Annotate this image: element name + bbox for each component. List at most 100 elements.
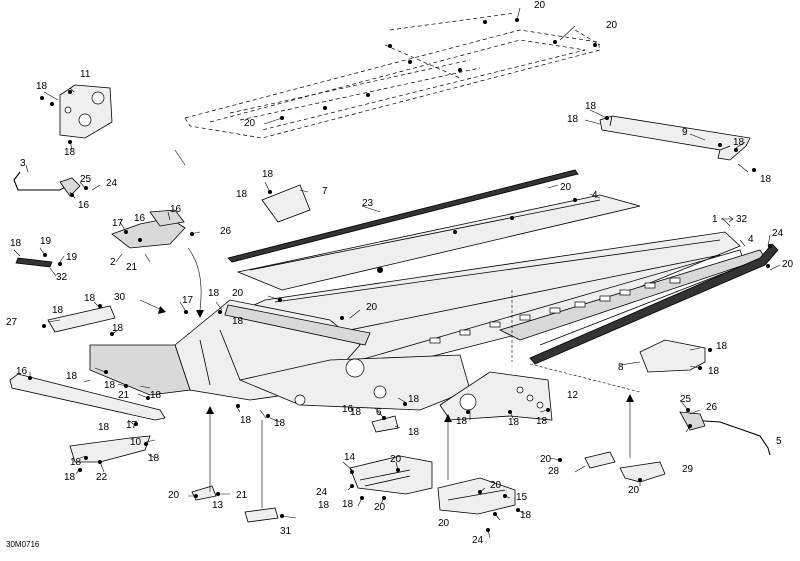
callout-label: 20 <box>490 480 502 491</box>
chassis-front <box>89 299 483 415</box>
callout-label: 27 <box>6 317 18 328</box>
plate-29 <box>47 305 116 333</box>
callout-label: 18 <box>52 305 64 316</box>
callout-label: 11 <box>80 69 91 80</box>
callout-arrow <box>721 215 734 223</box>
callout-label: 29 <box>682 464 694 475</box>
callout-label: 24 <box>772 228 784 239</box>
handle-3 <box>13 171 81 197</box>
callout-label: 20 <box>782 259 794 270</box>
bracket-11 <box>59 84 113 139</box>
callout-label: 17 <box>126 420 138 431</box>
callout-label: 24 <box>472 535 484 546</box>
callout-label: 10 <box>130 437 142 448</box>
callout-label: 18 <box>508 417 520 428</box>
callout-label: 28 <box>548 466 560 477</box>
callout-label: 18 <box>585 101 597 112</box>
callout-label: 18 <box>232 316 244 327</box>
part-15 <box>437 477 516 515</box>
parts-27-28 <box>584 451 666 483</box>
callout-label: 18 <box>408 394 420 405</box>
callout-label: 26 <box>706 402 718 413</box>
callout-label: 5 <box>776 436 782 447</box>
bracket-9 <box>599 115 751 161</box>
bar-32 <box>9 373 166 421</box>
fasteners <box>28 18 772 532</box>
callout-label: 19 <box>40 236 52 247</box>
callout-label: 6 <box>376 407 382 418</box>
callout-label: 21 <box>236 490 248 501</box>
callout-label: 12 <box>567 390 579 401</box>
callout-label: 20 <box>438 518 450 529</box>
callout-label: 20 <box>560 182 572 193</box>
callout-label: 2 <box>110 257 116 268</box>
plate-12 <box>439 371 553 421</box>
part-31 <box>15 257 53 268</box>
callout-label: 18 <box>98 422 110 433</box>
callout-label: 20 <box>540 454 552 465</box>
callout-label: 25 <box>680 394 692 405</box>
part-8 <box>639 339 706 373</box>
callout-label: 18 <box>236 189 248 200</box>
callout-label: 20 <box>232 288 244 299</box>
part-6 <box>371 415 399 433</box>
callout-label: 20 <box>244 118 256 129</box>
callout-label: 18 <box>64 472 76 483</box>
callout-label: 21 <box>126 262 138 273</box>
callout-label: 20 <box>168 490 180 501</box>
part-14 <box>349 455 433 495</box>
callout-label: 25 <box>80 174 92 185</box>
handle-5 <box>679 411 771 456</box>
callout-label: 20 <box>534 0 546 11</box>
tunnel-top-outline <box>184 12 601 139</box>
callout-label: 30 <box>114 292 126 303</box>
callout-label: 18 <box>84 293 96 304</box>
callout-label: 9 <box>682 127 688 138</box>
callout-label: 3 <box>20 158 26 169</box>
callout-label: 18 <box>64 147 76 158</box>
callout-label: 18 <box>36 81 48 92</box>
callout-label: 16 <box>78 200 90 211</box>
callout-label: 31 <box>280 526 292 537</box>
callout-label: 20 <box>628 485 640 496</box>
callout-label: 24 <box>106 178 118 189</box>
callout-label: 18 <box>342 499 354 510</box>
callout-label: 21 <box>118 390 130 401</box>
callout-label: 7 <box>322 186 328 197</box>
tunnel-slots <box>429 277 681 344</box>
callout-label: 18 <box>708 366 720 377</box>
callout-label: 18 <box>408 427 420 438</box>
callout-label: 18 <box>208 288 220 299</box>
callout-label: 20 <box>374 502 386 513</box>
callout-label: 32 <box>736 214 748 225</box>
callout-label: 18 <box>104 380 116 391</box>
callout-label: 18 <box>150 390 162 401</box>
callout-label: 32 <box>56 272 68 283</box>
callout-label: 23 <box>362 198 374 209</box>
part-7 <box>261 184 311 223</box>
callout-label: 16 <box>16 366 28 377</box>
callout-label: 16 <box>342 404 354 415</box>
callout-label: 17 <box>182 295 194 306</box>
callout-label: 24 <box>316 487 328 498</box>
callout-label: 18 <box>70 457 82 468</box>
bracket-10 <box>69 435 151 463</box>
callout-label: 18 <box>760 174 772 185</box>
callout-label: 18 <box>716 341 728 352</box>
callout-label: 18 <box>536 416 548 427</box>
callout-label: 4 <box>592 190 598 201</box>
assembly-arrows <box>139 247 641 508</box>
callout-label: 18 <box>733 137 745 148</box>
callout-label: 14 <box>344 452 356 463</box>
callout-label: 20 <box>606 20 618 31</box>
callout-label: 20 <box>390 454 402 465</box>
part-30 <box>244 507 279 523</box>
callout-label: 19 <box>66 252 78 263</box>
callout-label: 26 <box>220 226 232 237</box>
callout-label: 17 <box>112 218 124 229</box>
callout-label: 16 <box>134 213 146 224</box>
callout-label: 18 <box>274 418 286 429</box>
